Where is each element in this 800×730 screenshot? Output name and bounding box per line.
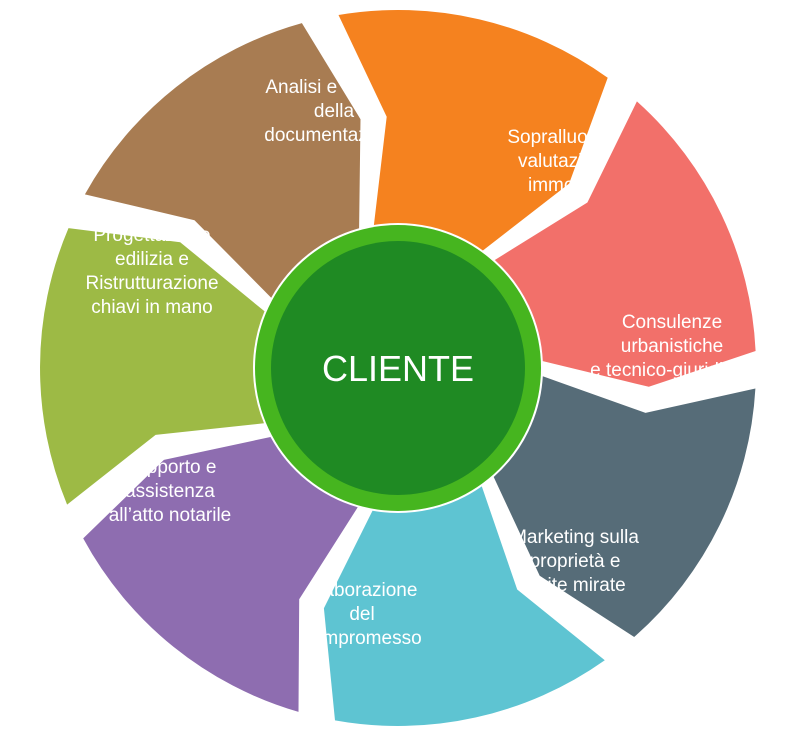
- segment-label: Progettazione edilizia e Ristrutturazione c…: [85, 225, 218, 318]
- segment-label-line: Progettazione: [93, 225, 210, 246]
- cycle-segment: [84, 23, 361, 298]
- cycle-segment: [338, 10, 608, 251]
- segment-label-line: della: [314, 101, 355, 122]
- cycle-segment: [40, 228, 265, 505]
- segment-label: Elaborazione del compromesso: [302, 580, 421, 649]
- center-label: CLIENTE: [322, 348, 474, 389]
- segment-label-line: proprietà e: [530, 551, 621, 572]
- segment-label-line: edilizia e: [115, 249, 189, 270]
- segment-label-line: assistenza: [125, 481, 215, 502]
- segment-label-line: visite mirate: [524, 575, 625, 596]
- segment-label-line: urbanistiche: [621, 336, 723, 357]
- segment-label-line: Supporto e: [124, 457, 217, 478]
- segment-label-line: all’atto notarile: [109, 505, 232, 526]
- cycle-segments: Analisi e verifica della documentazione Sop…: [40, 10, 756, 726]
- cycle-segment: [493, 376, 756, 637]
- cycle-segment: [83, 437, 358, 712]
- segment-label: Sopralluogo e valutazione immobile: [507, 127, 624, 196]
- cycle-segment: [323, 486, 605, 726]
- segment-label: Analisi e verifica della documentazione: [264, 77, 403, 146]
- segment-label-line: chiavi in mano: [91, 297, 212, 318]
- segment-label-line: compromesso: [302, 628, 421, 649]
- segment-label: Consulenze urbanistiche e tecnico-giuridic…: [590, 312, 754, 381]
- segment-label-line: Marketing sulla: [511, 527, 639, 548]
- segment-label-line: Sopralluogo e: [507, 127, 624, 148]
- segment-label-line: Analisi e verifica: [265, 77, 403, 98]
- segment-label-line: Consulenze: [622, 312, 722, 333]
- segment-label-line: del: [349, 604, 374, 625]
- segment-label-line: Elaborazione: [307, 580, 418, 601]
- segment-label-line: documentazione: [264, 125, 403, 146]
- segment-label: Supporto e assistenza all’atto notarile: [109, 457, 232, 526]
- segment-label-line: Ristrutturazione: [85, 273, 218, 294]
- segment-label-line: immobile: [528, 175, 604, 196]
- segment-label-line: valutazione: [518, 151, 614, 172]
- segment-label-line: e tecnico-giuridiche: [590, 360, 754, 381]
- cycle-segment: [494, 101, 756, 387]
- center-hub: CLIENTE: [255, 225, 541, 511]
- center-circle: [271, 241, 525, 495]
- segment-label: Marketing sulla proprietà e visite mirate: [511, 527, 639, 596]
